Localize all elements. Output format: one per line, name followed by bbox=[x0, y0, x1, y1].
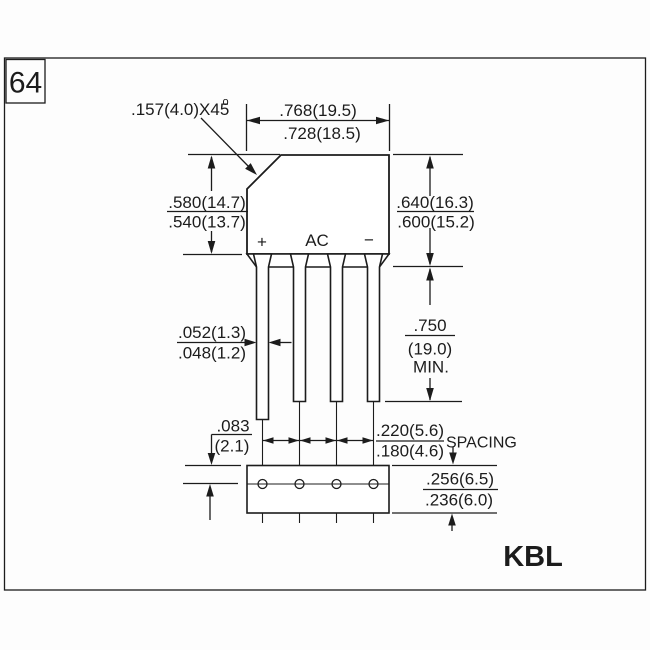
lead-offset-dimension: .083 (2.1) bbox=[183, 417, 252, 520]
arrowhead-right bbox=[325, 437, 336, 444]
chamfer-leader-arrowhead bbox=[245, 163, 257, 175]
chamfer-callout: .157(4.0)X45 o bbox=[131, 96, 257, 175]
part-name: KBL bbox=[503, 541, 563, 573]
lead-hole-3 bbox=[331, 478, 342, 490]
arrowhead-right bbox=[288, 437, 299, 444]
chamfer-note: .157(4.0)X45 bbox=[131, 100, 229, 119]
terminal-positive-label: + bbox=[257, 233, 267, 252]
arrowhead-down bbox=[449, 452, 457, 465]
arrowhead-left bbox=[263, 437, 274, 444]
page-number-box bbox=[5, 58, 46, 104]
lead-offset-value: .083 bbox=[216, 417, 249, 436]
width-max: .768(19.5) bbox=[279, 101, 357, 120]
overall-height-max: .640(16.3) bbox=[396, 193, 474, 212]
overall-height-min: .600(15.2) bbox=[397, 213, 475, 232]
lead-ac1 bbox=[289, 253, 310, 403]
body-height-max: .580(14.7) bbox=[168, 193, 246, 212]
lead-length-dimension: .750 (19.0) MIN. bbox=[385, 267, 462, 403]
arrowhead-up bbox=[206, 484, 214, 497]
lead-offset-metric: (2.1) bbox=[215, 437, 250, 456]
lead-spacing-min: .180(4.6) bbox=[376, 442, 444, 461]
arrowhead-left bbox=[337, 437, 348, 444]
chamfer-note-superscript: o bbox=[223, 96, 229, 108]
body-depth-min: .236(6.0) bbox=[425, 491, 493, 510]
width-min: .728(18.5) bbox=[283, 124, 361, 143]
bottom-view-outline bbox=[246, 464, 390, 514]
arrowhead-up bbox=[426, 267, 434, 281]
arrowhead-up bbox=[207, 155, 216, 169]
bottom-view bbox=[246, 464, 390, 514]
front-view: + AC − bbox=[245, 154, 391, 421]
page-number: 64 bbox=[9, 67, 42, 100]
lead-hole-4 bbox=[368, 478, 379, 490]
terminal-negative-label: − bbox=[364, 231, 374, 250]
arrowhead-down bbox=[207, 241, 216, 254]
arrowhead-up bbox=[448, 513, 456, 526]
lead-thickness-min: .048(1.2) bbox=[178, 344, 246, 363]
arrowhead-right bbox=[362, 437, 373, 444]
body-height-min: .540(13.7) bbox=[168, 213, 246, 232]
arrowhead-left bbox=[300, 437, 311, 444]
lead-length-value: .750 bbox=[413, 316, 446, 335]
body-height-dimension: .580(14.7) .540(13.7) bbox=[167, 153, 280, 256]
lead-length-qualifier: MIN. bbox=[413, 358, 449, 377]
lead-thickness-max: .052(1.3) bbox=[178, 323, 246, 342]
lead-length-metric: (19.0) bbox=[408, 340, 452, 359]
lead-spacing-label: SPACING bbox=[446, 435, 517, 452]
lead-ac2 bbox=[326, 253, 347, 403]
chamfer-leader-line bbox=[200, 117, 252, 170]
arrowhead-down bbox=[426, 253, 434, 266]
lead-hole-1 bbox=[257, 478, 268, 490]
arrowhead-down bbox=[207, 453, 216, 465]
arrowhead-right bbox=[244, 338, 257, 347]
page-frame bbox=[3, 57, 647, 591]
lead-thickness-dimension: .052(1.3) .048(1.2) bbox=[177, 323, 292, 363]
arrowhead-left bbox=[268, 338, 281, 347]
arrowhead-down bbox=[426, 388, 434, 401]
lead-hole-2 bbox=[294, 478, 305, 490]
lead-positive bbox=[252, 253, 273, 421]
overall-height-dimension: .640(16.3) .600(15.2) bbox=[393, 153, 475, 268]
body-depth-max: .256(6.5) bbox=[426, 470, 494, 489]
arrowhead-left bbox=[247, 116, 260, 125]
width-dimension: .768(19.5) .728(18.5) bbox=[245, 101, 391, 151]
lead-spacing-dimension: .220(5.6) .180(4.6) SPACING bbox=[262, 421, 517, 465]
arrowhead-up bbox=[426, 155, 434, 169]
lead-negative bbox=[363, 253, 384, 403]
arrowhead-right bbox=[376, 116, 389, 125]
terminal-ac-label: AC bbox=[305, 231, 329, 250]
lead-spacing-max: .220(5.6) bbox=[376, 421, 444, 440]
body-depth-dimension: .256(6.5) .236(6.0) bbox=[392, 464, 498, 531]
